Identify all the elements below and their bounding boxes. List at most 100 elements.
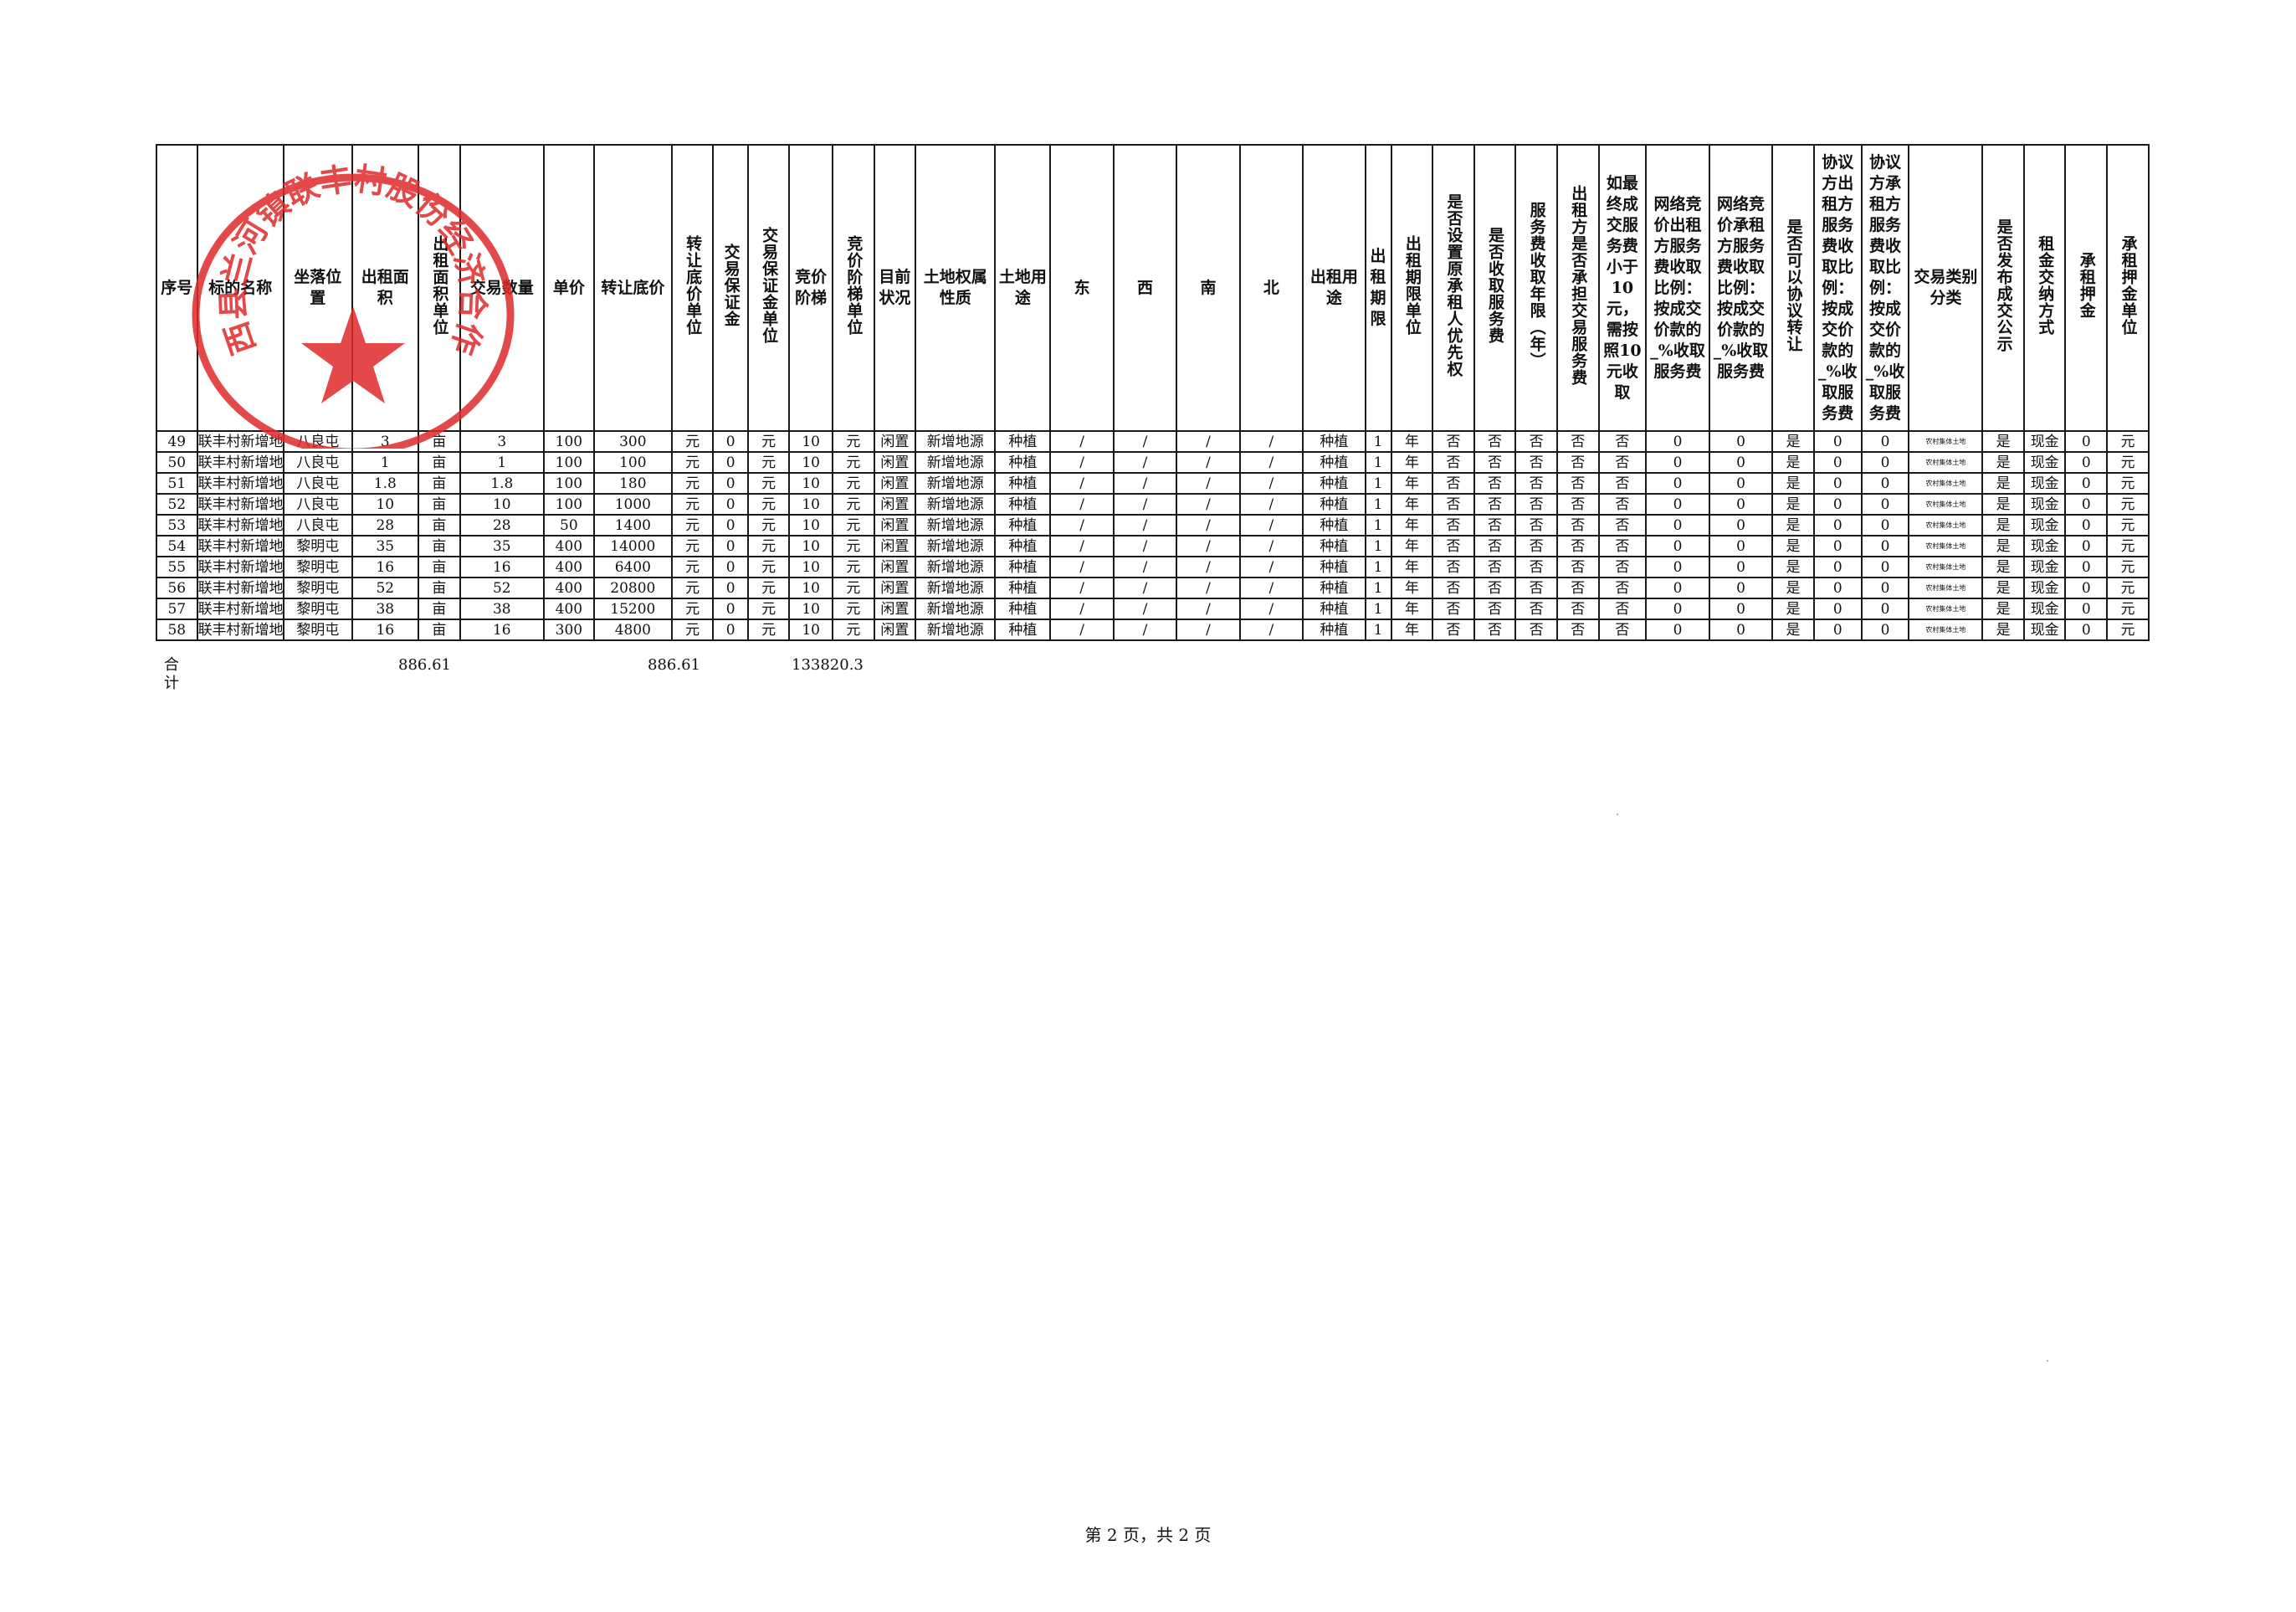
table-cell: 28 [459,514,545,536]
totals-price: 133820.3 [792,656,864,674]
table-cell: 亩 [418,556,461,578]
table-cell: 1400 [592,514,673,536]
table-cell: / [1049,493,1115,516]
table-cell: 闲置 [873,535,917,557]
table-cell: 种植 [994,430,1052,453]
table-cell: 是 [1981,493,2025,516]
table-cell: 现金 [2022,514,2067,536]
table-cell: 联丰村新增地 [196,430,284,453]
table-cell: 否 [1555,493,1600,516]
table-cell: 0 [2064,493,2109,516]
header-col-35: 是否发布成交公示 [1981,144,2025,432]
table-cell: 是 [1771,556,1815,578]
table-cell: 0 [712,514,749,536]
table-cell: 种植 [994,451,1052,474]
header-label: 交易类别分类 [1914,268,1978,307]
table-cell: 否 [1473,472,1517,495]
table-cell: 否 [1432,514,1475,536]
table-cell: 元 [670,451,715,474]
table-cell: 元 [746,430,791,453]
header-col-36: 租金交纳方式 [2022,144,2067,432]
table-cell: 八良屯 [282,472,353,495]
table-cell: 0 [1708,619,1774,641]
table-cell: 0 [1708,472,1774,495]
table-cell: 1 [1364,514,1392,536]
table-cell: 0 [1812,535,1863,557]
table-cell: 新增地源 [915,598,997,620]
table-cell: 0 [712,451,749,474]
table-cell: 元 [832,514,875,536]
table-cell: 新增地源 [915,535,997,557]
table-cell: 0 [2064,535,2109,557]
table-cell: 0 [1860,514,1910,536]
table-cell: 16 [351,556,420,578]
table-cell: 闲置 [873,472,917,495]
table-cell: / [1112,598,1178,620]
table-cell: 16 [459,556,545,578]
table-cell: 300 [542,619,595,641]
table-cell: 农村集体土地 [1908,451,1984,474]
table-cell: 0 [1708,598,1774,620]
table-cell: 0 [1860,535,1910,557]
table-cell: / [1176,619,1241,641]
table-cell: 0 [1860,430,1910,453]
table-header-row: 序号标的名称坐落位置出租面积出租面积单位交易数量单价转让底价转让底价单位交易保证… [156,144,2150,432]
table-cell: 否 [1555,556,1600,578]
totals-area: 886.61 [398,656,451,674]
table-cell: 否 [1555,535,1600,557]
table-cell: 年 [1390,598,1434,620]
table-cell: 新增地源 [915,556,997,578]
table-cell: 否 [1432,451,1475,474]
table-cell: 1000 [592,493,673,516]
table-cell: 闲置 [873,556,917,578]
table-cell: 联丰村新增地 [196,472,284,495]
table-cell: 元 [670,598,715,620]
table-cell: 1 [1364,430,1392,453]
table-cell: 年 [1390,577,1434,599]
table-cell: 种植 [1302,493,1366,516]
table-cell: 种植 [994,535,1052,557]
table-cell: 是 [1981,472,2025,495]
table-cell: 亩 [418,619,461,641]
table-cell: 0 [712,556,749,578]
table-cell: 否 [1514,430,1558,453]
table-cell: 0 [1645,535,1710,557]
table-cell: 6400 [592,556,673,578]
table-cell: 现金 [2022,577,2067,599]
table-cell: 100 [592,451,673,474]
table-cell: 现金 [2022,556,2067,578]
table-cell: 0 [712,577,749,599]
table-cell: 种植 [1302,619,1366,641]
table-cell: 0 [2064,619,2109,641]
table-cell: 1 [1364,472,1392,495]
table-cell: 否 [1432,493,1475,516]
table-cell: 3 [351,430,420,453]
header-label: 是否发布成交公示 [1994,218,2013,352]
table-cell: 元 [670,514,715,536]
table-cell: 亩 [418,493,461,516]
table-cell: 新增地源 [915,472,997,495]
table-cell: 3 [459,430,545,453]
header-col-5: 出租面积单位 [418,144,461,432]
table-cell: 联丰村新增地 [196,535,284,557]
table-cell: 联丰村新增地 [196,556,284,578]
table-cell: 50 [156,451,198,474]
table-cell: / [1049,430,1115,453]
table-cell: 否 [1432,577,1475,599]
table-cell: 0 [2064,577,2109,599]
table-cell: 否 [1432,535,1475,557]
table-cell: 否 [1514,472,1558,495]
header-col-16: 土地用途 [994,144,1052,432]
table-cell: 1 [1364,598,1392,620]
header-col-2: 标的名称 [196,144,284,432]
table-cell: 0 [1708,556,1774,578]
table-cell: 亩 [418,535,461,557]
table-cell: 八良屯 [282,493,353,516]
header-col-21: 出租用途 [1302,144,1366,432]
header-col-25: 是否收取服务费 [1473,144,1517,432]
table-cell: 0 [1860,598,1910,620]
header-col-22: 出租期限 [1364,144,1392,432]
